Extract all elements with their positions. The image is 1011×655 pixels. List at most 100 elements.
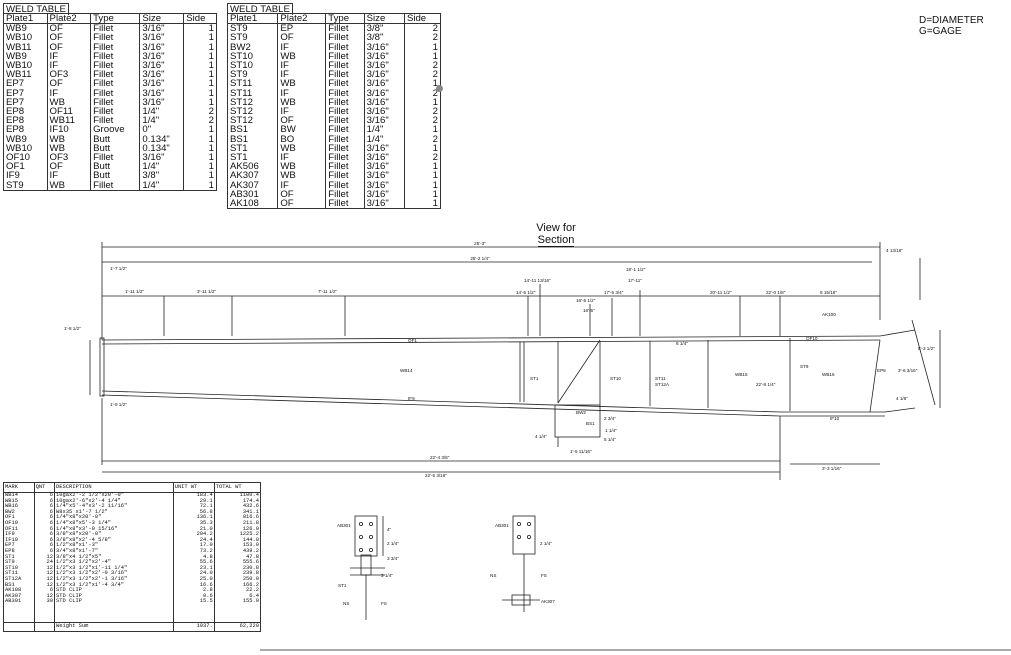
dim-spacing-2: 3'-11 1/2" — [197, 289, 216, 294]
bom-blank-cell — [172, 610, 215, 617]
bom-cell: 12 — [33, 576, 55, 583]
weld-table-cell: Fillet — [90, 61, 140, 70]
weld-table-cell: 3/16" — [363, 107, 405, 116]
weld-table-cell: EP7 — [6, 87, 25, 99]
label-st11: ST11 — [655, 376, 666, 381]
weld-table-cell: BW — [277, 125, 326, 135]
bom-cell: 6 — [33, 537, 55, 544]
dim-spacing-6: 16'-5 1/2" — [576, 298, 596, 303]
bom-cell: 816.6 — [213, 515, 261, 521]
weld-table-header-cell: Side — [403, 13, 441, 25]
weld-table-cell: IF — [277, 61, 326, 70]
bom-blank-cell — [213, 610, 261, 617]
bom-cell: STD CLIP — [54, 587, 174, 594]
weld-table-cell: Fillet — [325, 70, 365, 80]
bom-cell: 22.2 — [213, 587, 261, 594]
detail1-st: ST1 — [338, 583, 347, 588]
bom-cell: EP7 — [5, 542, 15, 549]
bom-cell: 16.6 — [172, 582, 215, 589]
bom-blank-row — [4, 616, 261, 623]
bom-cell: 12 — [33, 554, 55, 561]
weld-table-cell: OF — [277, 33, 326, 43]
weld-table-cell: Fillet — [325, 107, 365, 116]
dim-spacing-8: 17'-5 3/4" — [604, 290, 624, 295]
weld-table-cell: 1 — [403, 51, 441, 61]
bom-cell: 55.6 — [172, 560, 215, 566]
bom-cell: 1100.4 — [213, 492, 261, 499]
weld-table-cell: WB11 — [6, 69, 32, 81]
weld-table-cell: IF — [46, 61, 91, 70]
weld-table-cell: Fillet — [90, 23, 140, 34]
weld-table-cell: WB — [46, 97, 91, 107]
weld-table-cell: 1/4" — [139, 180, 184, 191]
bom-cell: 6 — [33, 587, 55, 594]
weld-table-cell: OF1 — [6, 161, 25, 173]
bom-cell: 73.2 — [172, 548, 215, 555]
weld-table-cell: WB9 — [6, 50, 27, 62]
weld-table-cell: Fillet — [325, 33, 365, 43]
weld-table-cell: Fillet — [90, 70, 140, 80]
dim-overall: 25'-3" — [474, 241, 486, 246]
bom-cell: 155.0 — [213, 599, 261, 605]
weld-table-cell: AB301 — [230, 188, 259, 200]
bom-cell: 3/8"x4 1/2"x5" — [54, 554, 174, 561]
weld-table-cell: IF — [277, 88, 326, 98]
weld-table-cell: 1 — [403, 79, 441, 89]
bom-cell: 6 — [33, 504, 55, 510]
detail2-top-label: AB301 — [495, 523, 509, 528]
weld-table-cell: 3/16" — [139, 97, 184, 107]
weld-table-cell: WB — [277, 79, 326, 89]
weld-table-cell: 3/16" — [363, 189, 405, 199]
detail1-dim2: 2 1/4" — [387, 541, 399, 546]
bom-cell: EP8 — [5, 547, 15, 554]
weld-table-cell: Butt — [90, 162, 140, 172]
bom-cell: 153.0 — [213, 543, 261, 549]
dim-spacing-4: 14'-5 1/2" — [516, 290, 536, 295]
weld-table-header-cell: Type — [90, 13, 140, 25]
weld-table-cell: 2 — [403, 33, 441, 43]
weld-table-cell: WB10 — [6, 60, 33, 72]
bom-cell: IF9 — [5, 531, 15, 538]
weld-table-cell: Fillet — [325, 42, 365, 52]
weld-table-header-cell: Size — [363, 13, 405, 25]
bom-cell: 1/4"x8"x5'-3 1/4" — [54, 520, 174, 527]
bom-header-cell: TOTAL WT — [213, 482, 261, 493]
weld-table-cell: Fillet — [325, 162, 365, 172]
weld-table-cell: IF — [46, 51, 91, 61]
weld-table-cell: 1 — [183, 42, 217, 52]
bom-header-cell: UNIT WT — [172, 482, 215, 493]
weld-table-cell: 0.134" — [139, 143, 184, 153]
weld-table-cell: 3/16" — [363, 143, 405, 153]
weld-table-cell: ST10 — [230, 50, 253, 62]
weld-table-cell: IF — [46, 171, 91, 181]
bom-cell: W8x35 x1'-7 1/2" — [54, 509, 174, 516]
misc-text-3: 1'-8 1/2" — [64, 326, 81, 331]
weld-table-cell: EP8 — [6, 106, 25, 118]
weld-table-cell: Butt — [90, 143, 140, 153]
weld-table-2-title: WELD TABLE — [227, 3, 293, 15]
legend-diameter: D=DIAMETER — [919, 15, 984, 26]
misc-text-5: 4 1/4" — [535, 434, 547, 439]
weld-table-cell: Fillet — [325, 180, 365, 190]
weld-table-cell: 2 — [403, 88, 441, 98]
weld-table-cell: Fillet — [325, 51, 365, 61]
weld-table-cell: 1 — [183, 171, 217, 181]
weld-table-cell: WB11 — [6, 41, 32, 53]
bom-cell: STD CLIP — [54, 599, 174, 605]
weld-table-cell: 1 — [183, 70, 217, 80]
